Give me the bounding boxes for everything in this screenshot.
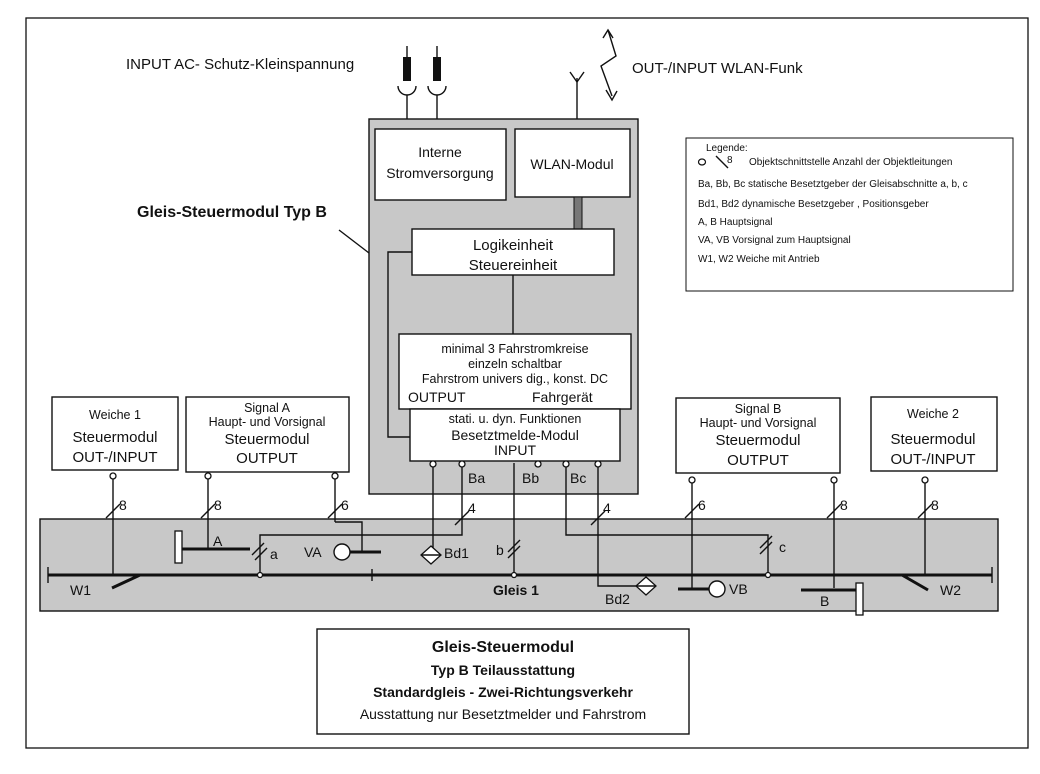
count-sb2: 8 [840, 497, 848, 513]
legend-row1: Objektschnittstelle Anzahl der Objektlei… [749, 157, 952, 168]
count-bd: 4 [468, 500, 476, 516]
summary-line3: Standardgleis - Zwei-Richtungsverkehr [373, 684, 633, 700]
module-title: Gleis-Steuermodul Typ B [137, 204, 327, 221]
signal-b-line4: OUTPUT [727, 452, 789, 469]
label-sa: a [270, 546, 278, 562]
signal-b-line2: Haupt- und Vorsignal [700, 416, 817, 430]
wlan-module-label: WLAN-Modul [530, 156, 613, 172]
wlan-io-label: OUT-/INPUT WLAN-Funk [632, 60, 803, 77]
interface-icon [697, 158, 707, 166]
output-line4: OUTPUT [408, 389, 466, 405]
signal-a-line2: Haupt- und Vorsignal [209, 415, 326, 429]
label-bd1: Bd1 [444, 545, 469, 561]
summary-line1: Gleis-Steuermodul [432, 639, 574, 656]
summary-line4: Ausstattung nur Besetztmelder und Fahrst… [360, 706, 646, 722]
legend-box [685, 137, 1014, 292]
count-bc: 4 [603, 500, 611, 516]
occupancy-box [409, 408, 621, 462]
count-sb1: 6 [698, 497, 706, 513]
signal-b-line1: Signal B [735, 402, 782, 416]
occupancy-line3: INPUT [494, 442, 536, 458]
signal-a-line4: OUTPUT [236, 450, 298, 467]
dynamic-sensor-bd2 [635, 576, 657, 596]
power-line2: Stromversorgung [386, 165, 493, 181]
label-sb: b [496, 542, 504, 558]
dynamic-sensor-bd1 [420, 545, 442, 565]
output-line3: Fahrstrom univers dig., konst. DC [422, 372, 608, 386]
label-sc: c [779, 539, 786, 555]
wlan-bus [573, 196, 583, 230]
signal-a-box [185, 396, 350, 473]
occupancy-line1: stati. u. dyn. Funktionen [449, 412, 582, 426]
summary-line2: Typ B Teilausstattung [431, 662, 575, 678]
output-line1: minimal 3 Fahrstromkreise [441, 342, 588, 356]
port-bc: Bc [570, 470, 586, 486]
sensor-a [251, 542, 268, 579]
count-sa1: 8 [214, 497, 222, 513]
weiche2-line3: OUT-/INPUT [891, 451, 976, 468]
track-name: Gleis 1 [493, 582, 539, 598]
label-w2: W2 [940, 582, 961, 598]
output-line2: einzeln schaltbar [468, 357, 562, 371]
input-ac-label: INPUT AC- Schutz-Kleinspannung [126, 56, 354, 73]
main-signal-a [174, 530, 250, 564]
count-sa2: 6 [341, 497, 349, 513]
legend-row6: W1, W2 Weiche mit Antrieb [698, 254, 820, 265]
weiche1-line2: Steuermodul [72, 429, 157, 446]
wire-count-ticks [105, 503, 933, 526]
legend-row2: Ba, Bb, Bc statische Besetztgeber der Gl… [698, 179, 968, 190]
label-va: VA [304, 544, 322, 560]
occupancy-line2: Besetztmelde-Modul [451, 427, 579, 443]
summary-box [316, 628, 690, 735]
wlan-module-box [514, 128, 631, 198]
weiche1-line1: Weiche 1 [89, 408, 141, 422]
output-box [398, 333, 632, 410]
legend-row3: Bd1, Bd2 dynamische Besetzgeber , Positi… [698, 199, 929, 210]
main-signal-b [801, 582, 864, 616]
legend-row5: VA, VB Vorsignal zum Hauptsignal [698, 235, 851, 246]
label-b: B [820, 593, 829, 609]
switch-w2 [901, 573, 929, 592]
connection-pins [109, 460, 929, 484]
weiche2-box [870, 396, 998, 472]
legend-title: Legende: [706, 143, 748, 154]
power-line1: Interne [418, 144, 462, 160]
count-w2: 8 [931, 497, 939, 513]
output-line5: Fahrgerät [532, 389, 593, 405]
label-vb: VB [729, 581, 748, 597]
label-w1: W1 [70, 582, 91, 598]
plug-icon [397, 46, 447, 130]
distant-signal-va [333, 543, 381, 561]
wires [112, 463, 926, 588]
logic-line2: Steuereinheit [469, 257, 558, 274]
logic-line1: Logikeinheit [473, 237, 554, 254]
signal-a-line1: Signal A [244, 401, 291, 415]
wireless-signal-icon [600, 28, 618, 102]
sensor-b [507, 539, 521, 579]
switch-w1 [111, 573, 141, 590]
outer-frame [25, 17, 1029, 749]
signal-b-line3: Steuermodul [715, 432, 800, 449]
port-ba: Ba [468, 470, 485, 486]
legend-row4: A, B Hauptsignal [698, 217, 773, 228]
weiche2-line1: Weiche 2 [907, 407, 959, 421]
signal-b-box [675, 397, 841, 474]
label-a: A [213, 533, 223, 549]
distant-signal-vb [678, 580, 726, 598]
count-w1: 8 [119, 497, 127, 513]
weiche2-line2: Steuermodul [890, 431, 975, 448]
sensor-c [759, 535, 773, 579]
port-bb: Bb [522, 470, 539, 486]
track-bed [39, 518, 999, 612]
power-supply-box [374, 128, 507, 201]
weiche1-box [51, 396, 179, 471]
signal-a-line3: Steuermodul [224, 431, 309, 448]
wire-count-icon [715, 155, 729, 169]
weiche1-line3: OUT-/INPUT [73, 449, 158, 466]
legend-count: 8 [727, 155, 733, 166]
label-bd2: Bd2 [605, 591, 630, 607]
